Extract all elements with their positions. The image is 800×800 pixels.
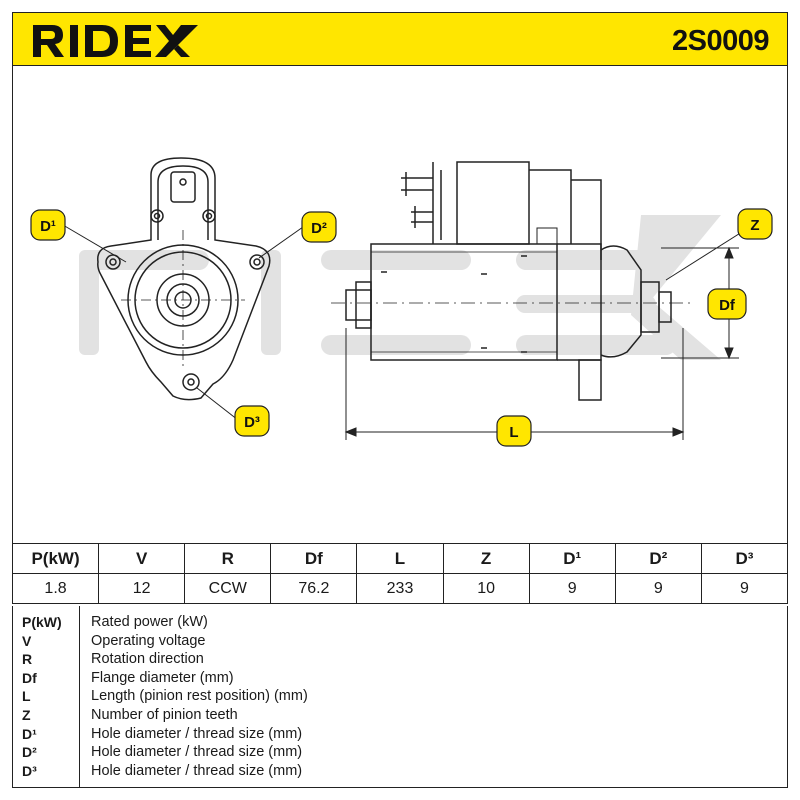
legend-row: Df Flange diameter (mm) — [13, 670, 787, 689]
specs-header-row: P(kW) V R Df L Z D¹ D² D³ — [11, 543, 789, 574]
spec-value: 76.2 — [270, 573, 358, 604]
legend-row: Z Number of pinion teeth — [13, 707, 787, 726]
spec-value: 12 — [98, 573, 186, 604]
svg-text:Df: Df — [719, 297, 736, 314]
legend-description: Flange diameter (mm) — [91, 669, 234, 686]
legend-row: P(kW) Rated power (kW) — [13, 614, 787, 633]
specs-value-row: 1.8 12 CCW 76.2 233 10 9 9 9 — [11, 573, 789, 604]
legend-symbol: Df — [22, 669, 37, 686]
legend-row: D³ Hole diameter / thread size (mm) — [13, 763, 787, 782]
spec-header: V — [98, 543, 186, 574]
spec-value: 9 — [700, 573, 789, 604]
svg-text:L: L — [509, 424, 518, 441]
legend-symbol: P(kW) — [22, 614, 62, 630]
legend-row: R Rotation direction — [13, 651, 787, 670]
legend-description: Length (pinion rest position) (mm) — [91, 688, 308, 705]
callout-l: L — [496, 415, 532, 447]
header-bar: 2S0009 — [12, 12, 788, 66]
svg-text:D²: D² — [311, 220, 327, 237]
spec-value: CCW — [184, 573, 272, 604]
callout-d3: D³ — [234, 405, 270, 437]
callout-z: Z — [737, 208, 773, 240]
legend-symbol: D³ — [22, 762, 37, 779]
callout-d2: D² — [301, 211, 337, 243]
legend-row: D¹ Hole diameter / thread size (mm) — [13, 726, 787, 745]
spec-header: L — [356, 543, 444, 574]
svg-text:Z: Z — [750, 217, 759, 234]
legend-symbol: D¹ — [22, 725, 37, 742]
callout-d1: D¹ — [30, 209, 66, 241]
legend-description: Rotation direction — [91, 651, 204, 668]
legend-row: L Length (pinion rest position) (mm) — [13, 688, 787, 707]
spec-header: P(kW) — [11, 543, 100, 574]
legend-description: Hole diameter / thread size (mm) — [91, 744, 303, 761]
ridex-logo — [30, 19, 200, 66]
watermark-logo — [79, 215, 721, 360]
legend: P(kW) Rated power (kW) V Operating volta… — [12, 606, 788, 788]
spec-value: 9 — [614, 573, 702, 604]
spec-header: R — [184, 543, 272, 574]
technical-drawing: D¹ D² D³ Z Df L — [12, 66, 788, 544]
spec-value: 9 — [528, 573, 616, 604]
legend-divider — [79, 606, 80, 787]
legend-description: Number of pinion teeth — [91, 707, 238, 723]
spec-header: Z — [442, 543, 530, 574]
specs-table: P(kW) V R Df L Z D¹ D² D³ 1.8 12 CCW 76.… — [11, 543, 789, 604]
spec-header: D¹ — [528, 543, 616, 574]
spec-header: D² — [614, 543, 702, 574]
legend-description: Hole diameter / thread size (mm) — [91, 762, 303, 779]
legend-description: Hole diameter / thread size (mm) — [91, 725, 303, 742]
starter-front-view — [97, 157, 271, 401]
spec-header: D³ — [700, 543, 789, 574]
legend-description: Rated power (kW) — [91, 614, 208, 630]
legend-symbol: R — [22, 651, 33, 668]
spec-header: Df — [270, 543, 358, 574]
legend-row: V Operating voltage — [13, 633, 787, 652]
callout-df: Df — [707, 288, 747, 320]
legend-description: Operating voltage — [91, 632, 206, 649]
legend-symbol: V — [22, 632, 32, 649]
part-number: 2S0009 — [672, 25, 770, 57]
legend-symbol: D² — [22, 744, 37, 761]
legend-symbol: L — [22, 688, 31, 705]
legend-row: D² Hole diameter / thread size (mm) — [13, 744, 787, 763]
spec-value: 10 — [442, 573, 530, 604]
svg-text:D¹: D¹ — [40, 218, 56, 235]
legend-symbol: Z — [22, 707, 31, 723]
svg-text:D³: D³ — [244, 414, 260, 431]
spec-value: 233 — [356, 573, 444, 604]
starter-side-view — [331, 161, 691, 401]
spec-value: 1.8 — [11, 573, 100, 604]
